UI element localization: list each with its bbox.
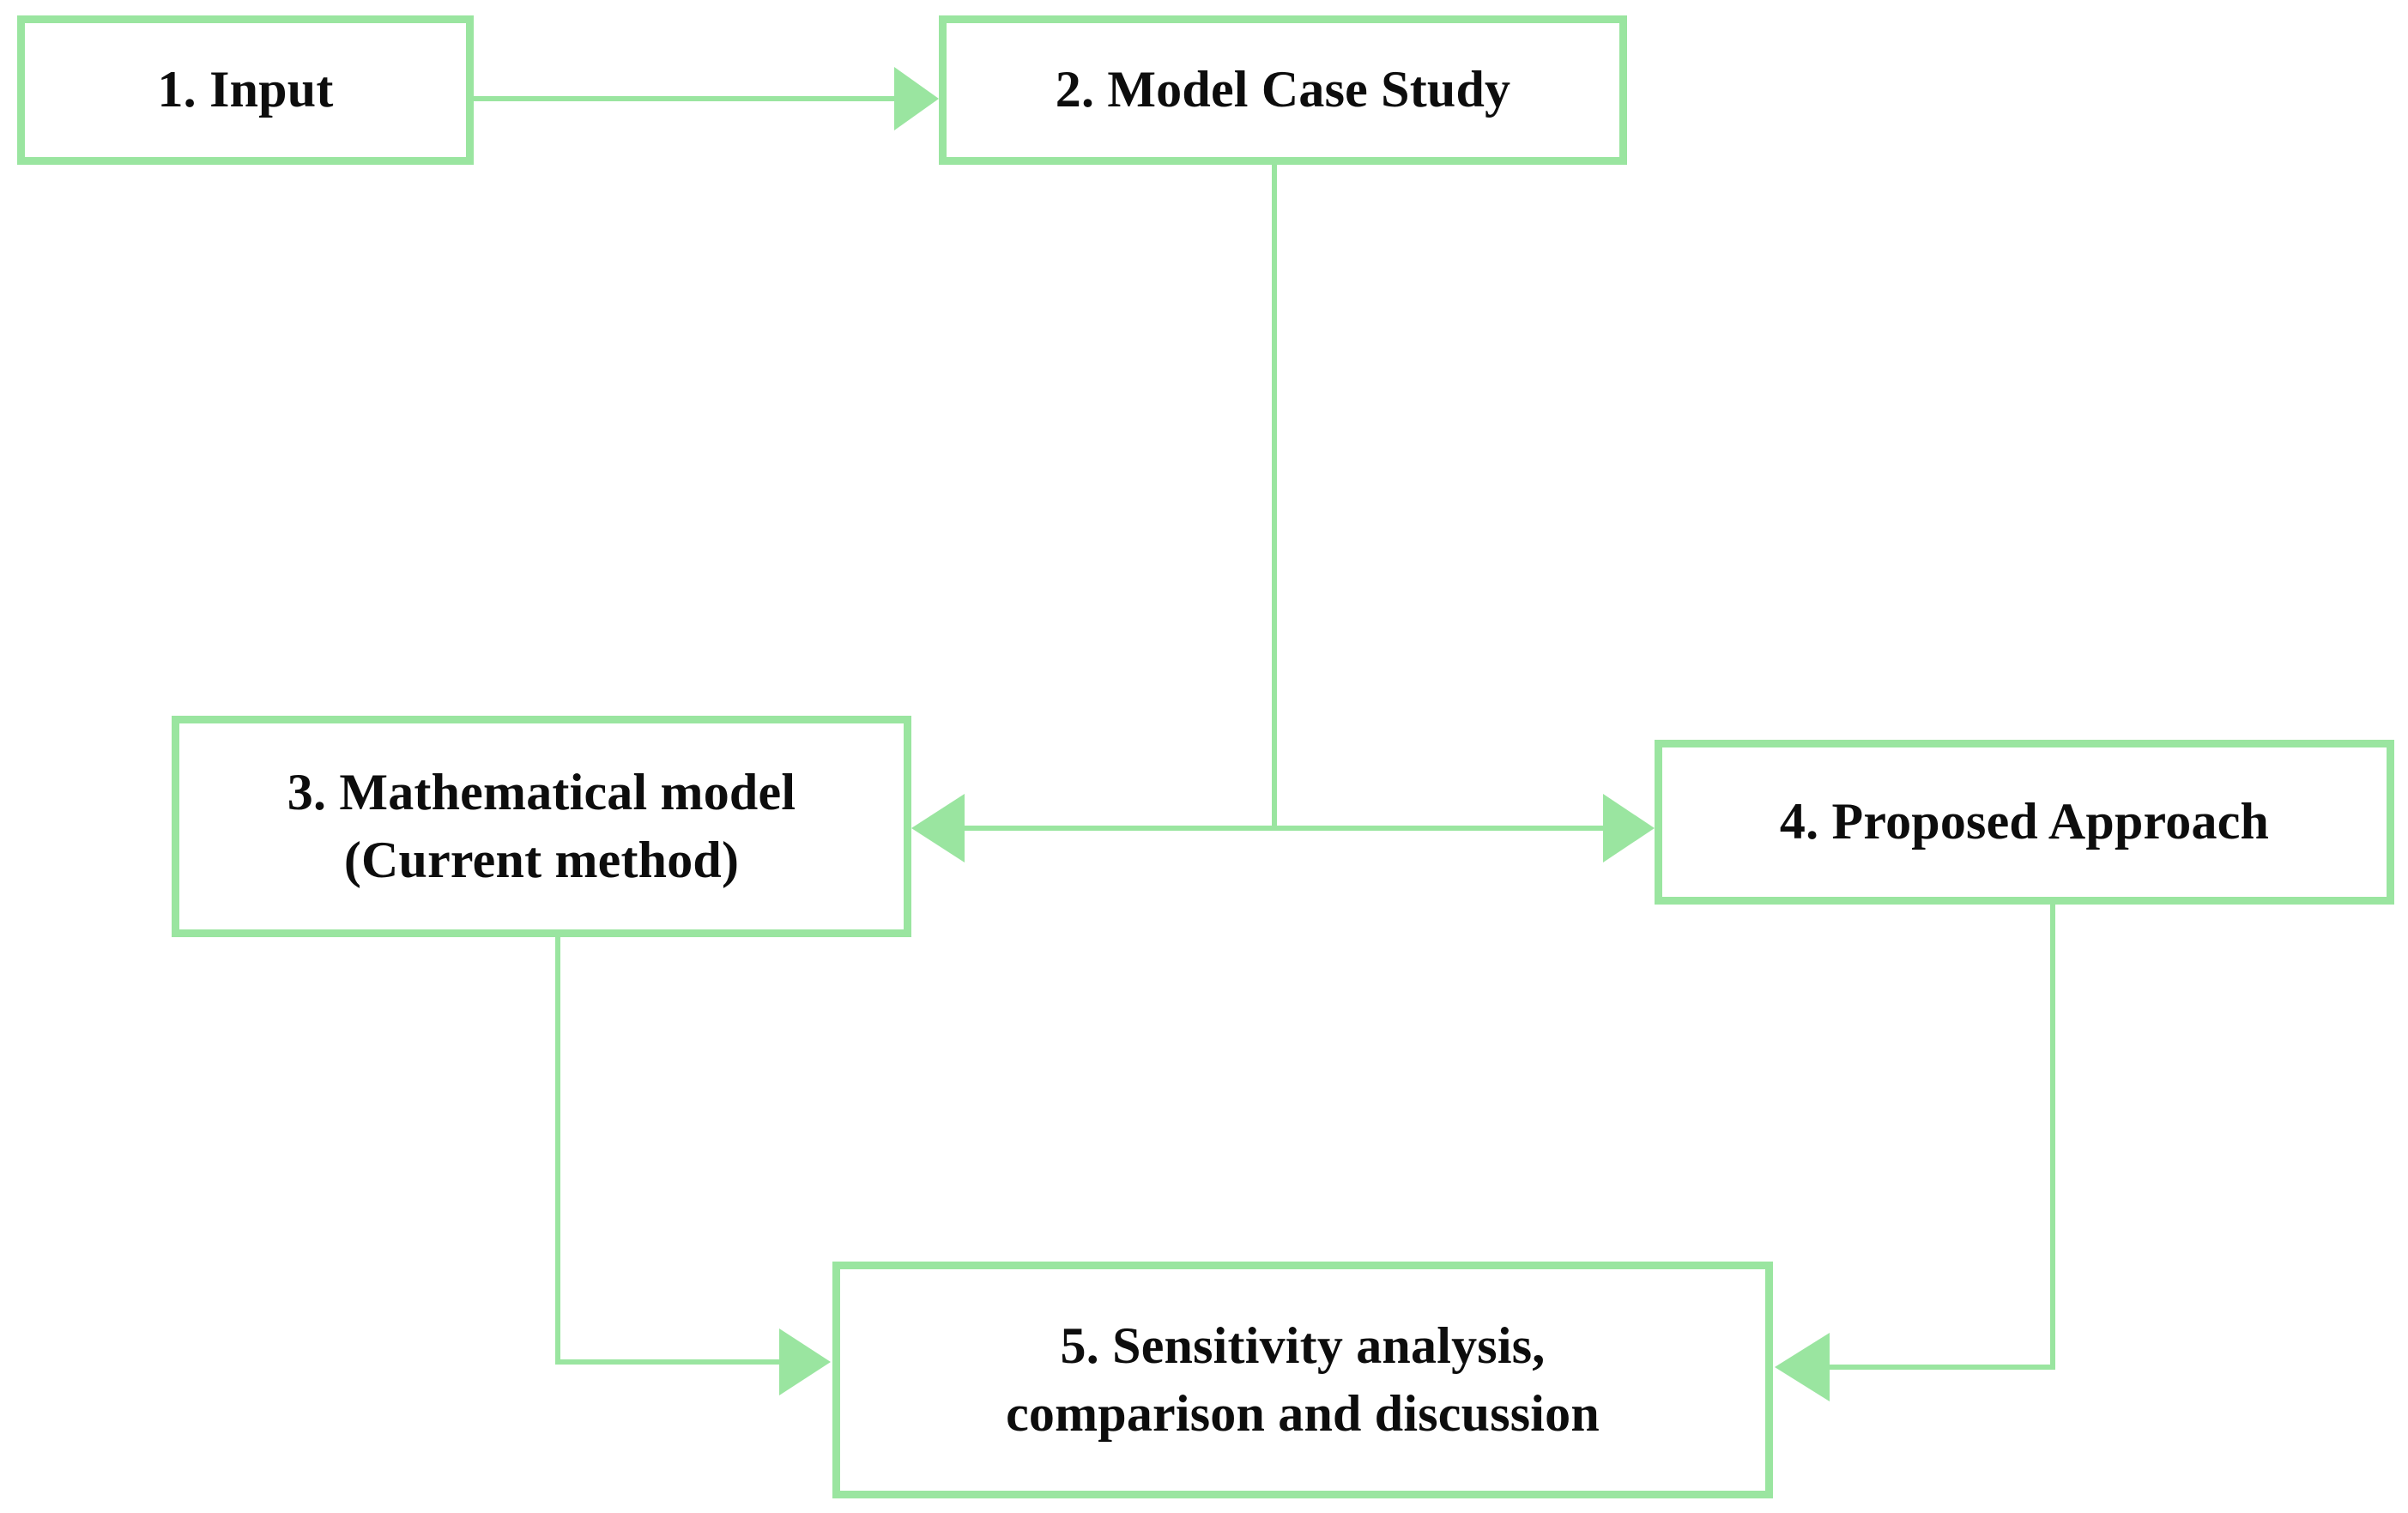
edge-line [555, 937, 783, 1365]
flow-node-model-case-study[interactable]: 2. Model Case Study [939, 15, 1627, 165]
edge-model-case-study-to-proposed-approach [1274, 794, 1655, 862]
flow-node-input-label: 1. Input [157, 61, 334, 118]
edge-proposed-approach-to-sensitivity-analysis [1775, 905, 2055, 1401]
arrowhead-icon [911, 794, 965, 862]
edge-line [1826, 905, 2055, 1370]
arrowhead-icon [1603, 794, 1655, 862]
flow-node-sensitivity-analysis[interactable]: 5. Sensitivity analysis, comparison and … [832, 1262, 1773, 1498]
edge-input-to-model-case-study [474, 67, 939, 130]
flow-node-mathematical-model-label: 3. Mathematical model (Current method) [287, 763, 796, 888]
flow-node-input[interactable]: 1. Input [17, 15, 474, 165]
flow-node-sensitivity-analysis-label: 5. Sensitivity analysis, comparison and … [1006, 1316, 1600, 1442]
arrowhead-icon [779, 1328, 831, 1395]
edge-mathematical-model-to-sensitivity-analysis [555, 937, 831, 1395]
arrowhead-icon [1775, 1333, 1830, 1401]
flow-node-model-case-study-label: 2. Model Case Study [1055, 61, 1511, 118]
edge-model-case-study-to-mathematical-model [911, 794, 1274, 862]
flow-node-mathematical-model[interactable]: 3. Mathematical model (Current method) [172, 716, 911, 937]
arrowhead-icon [894, 67, 939, 130]
flow-node-proposed-approach[interactable]: 4. Proposed Approach [1655, 740, 2394, 905]
flow-node-proposed-approach-label: 4. Proposed Approach [1779, 793, 2270, 850]
